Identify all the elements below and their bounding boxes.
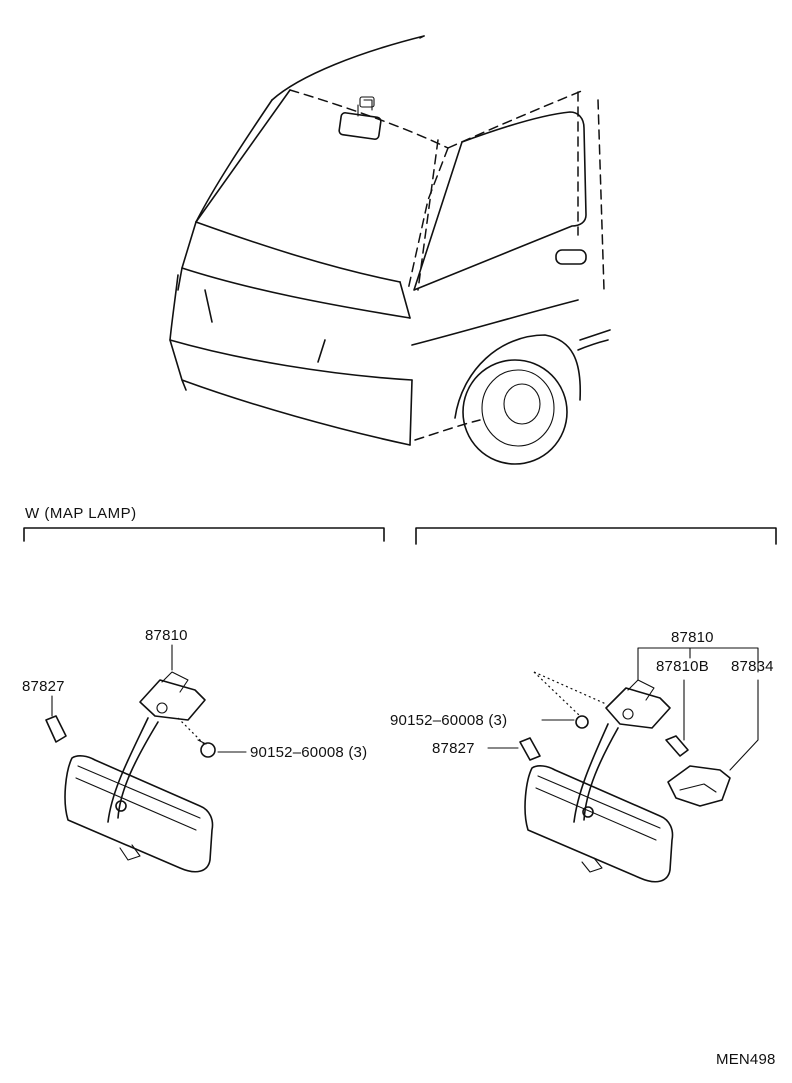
left-87810-label: 87810 xyxy=(145,627,188,644)
left-screw-label: 90152–60008 (3) xyxy=(250,744,367,761)
right-lamp-base xyxy=(605,687,671,729)
right-lens-cover-icon xyxy=(667,765,731,807)
left-bulb-icon xyxy=(45,715,67,743)
right-87827-label: 87827 xyxy=(432,740,475,757)
section-right-header xyxy=(415,527,777,545)
leader-right-87810-bracket xyxy=(637,647,759,681)
right-mirror-assembly xyxy=(519,671,731,883)
section-left-header: W (MAP LAMP) xyxy=(23,505,385,542)
right-screw-icon xyxy=(575,715,589,729)
left-screw-icon xyxy=(200,742,216,758)
right-screw-label: 90152–60008 (3) xyxy=(390,712,507,729)
right-mirror-body xyxy=(524,765,674,883)
left-mirror-body xyxy=(64,755,214,873)
right-sub-bulb-icon xyxy=(665,735,689,757)
right-87810-label: 87810 xyxy=(671,629,714,646)
left-lamp-base xyxy=(139,679,206,721)
right-87810b-label: 87810B xyxy=(656,658,709,675)
leader-right-87834 xyxy=(729,679,759,771)
footer-code: MEN498 xyxy=(716,1051,776,1068)
left-87827-label: 87827 xyxy=(22,678,65,695)
right-bulb-icon xyxy=(519,737,541,761)
right-87834-label: 87834 xyxy=(731,658,774,675)
section-left-title: W (MAP LAMP) xyxy=(25,505,137,522)
left-mirror-assembly xyxy=(45,671,216,873)
vehicle-illustration xyxy=(169,35,611,465)
